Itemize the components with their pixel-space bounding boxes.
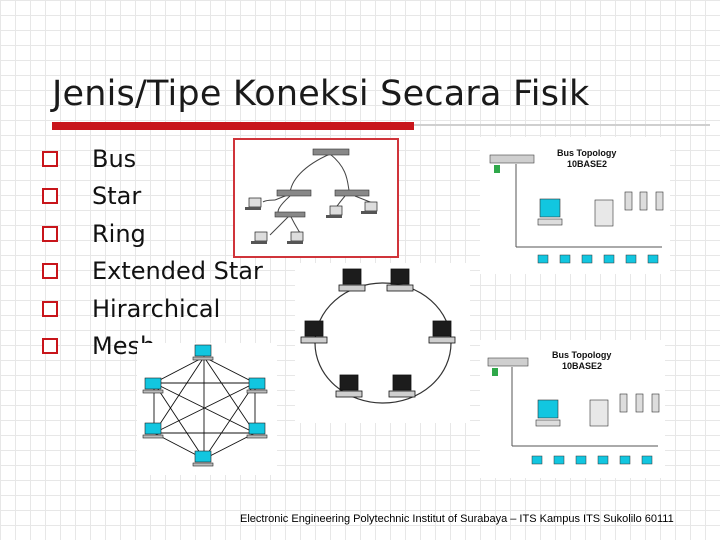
bullet-label: Ring bbox=[92, 219, 146, 248]
slide-title: Jenis/Tipe Koneksi Secara Fisik bbox=[52, 74, 590, 114]
topology-list: Bus Star Ring Extended Star Hirarchical … bbox=[40, 140, 263, 365]
list-item: Ring bbox=[40, 215, 263, 253]
slide-footer: Electronic Engineering Polytechnic Insti… bbox=[240, 513, 674, 525]
bus-bottom-title-1: Bus Topology bbox=[552, 350, 611, 360]
bullet-label: Star bbox=[92, 182, 142, 211]
bus-bottom-svg: Bus Topology 10BASE2 bbox=[487, 350, 660, 465]
bus-topology-diagram-top: Bus Topology 10BASE2 bbox=[480, 137, 670, 274]
list-item: Hirarchical bbox=[40, 290, 263, 328]
bullet-box-icon bbox=[42, 338, 58, 355]
ring-svg bbox=[300, 268, 456, 404]
bullet-label: Bus bbox=[92, 144, 137, 173]
bus-top-title-1: Bus Topology bbox=[557, 148, 616, 158]
mesh-topology-diagram bbox=[137, 343, 277, 475]
hub-icon bbox=[334, 189, 370, 197]
bullet-box-icon bbox=[42, 225, 58, 242]
bullet-box-icon bbox=[42, 263, 58, 280]
hub-icon bbox=[276, 189, 312, 197]
hub-icon bbox=[274, 211, 306, 218]
list-item: Star bbox=[40, 178, 263, 216]
mesh-svg bbox=[142, 344, 268, 467]
hub-icon bbox=[312, 148, 350, 156]
bullet-box-icon bbox=[42, 150, 58, 167]
bullet-label: Hirarchical bbox=[92, 294, 221, 323]
bus-top-title-2: 10BASE2 bbox=[567, 159, 607, 169]
bullet-box-icon bbox=[42, 188, 58, 205]
bullet-label: Extended Star bbox=[92, 257, 263, 286]
bus-bottom-title-2: 10BASE2 bbox=[562, 361, 602, 371]
list-item: Extended Star bbox=[40, 253, 263, 291]
list-item: Bus bbox=[40, 140, 263, 178]
extended-star-svg bbox=[245, 148, 378, 244]
bullet-box-icon bbox=[42, 300, 58, 317]
extended-star-diagram bbox=[233, 138, 399, 258]
bus-topology-diagram-bottom: Bus Topology 10BASE2 bbox=[480, 340, 665, 478]
bus-top-svg: Bus Topology 10BASE2 bbox=[489, 148, 664, 264]
hub-icon bbox=[489, 154, 535, 164]
title-accent-bar bbox=[52, 122, 414, 130]
hub-icon bbox=[487, 357, 529, 367]
ring-topology-diagram bbox=[295, 263, 470, 423]
